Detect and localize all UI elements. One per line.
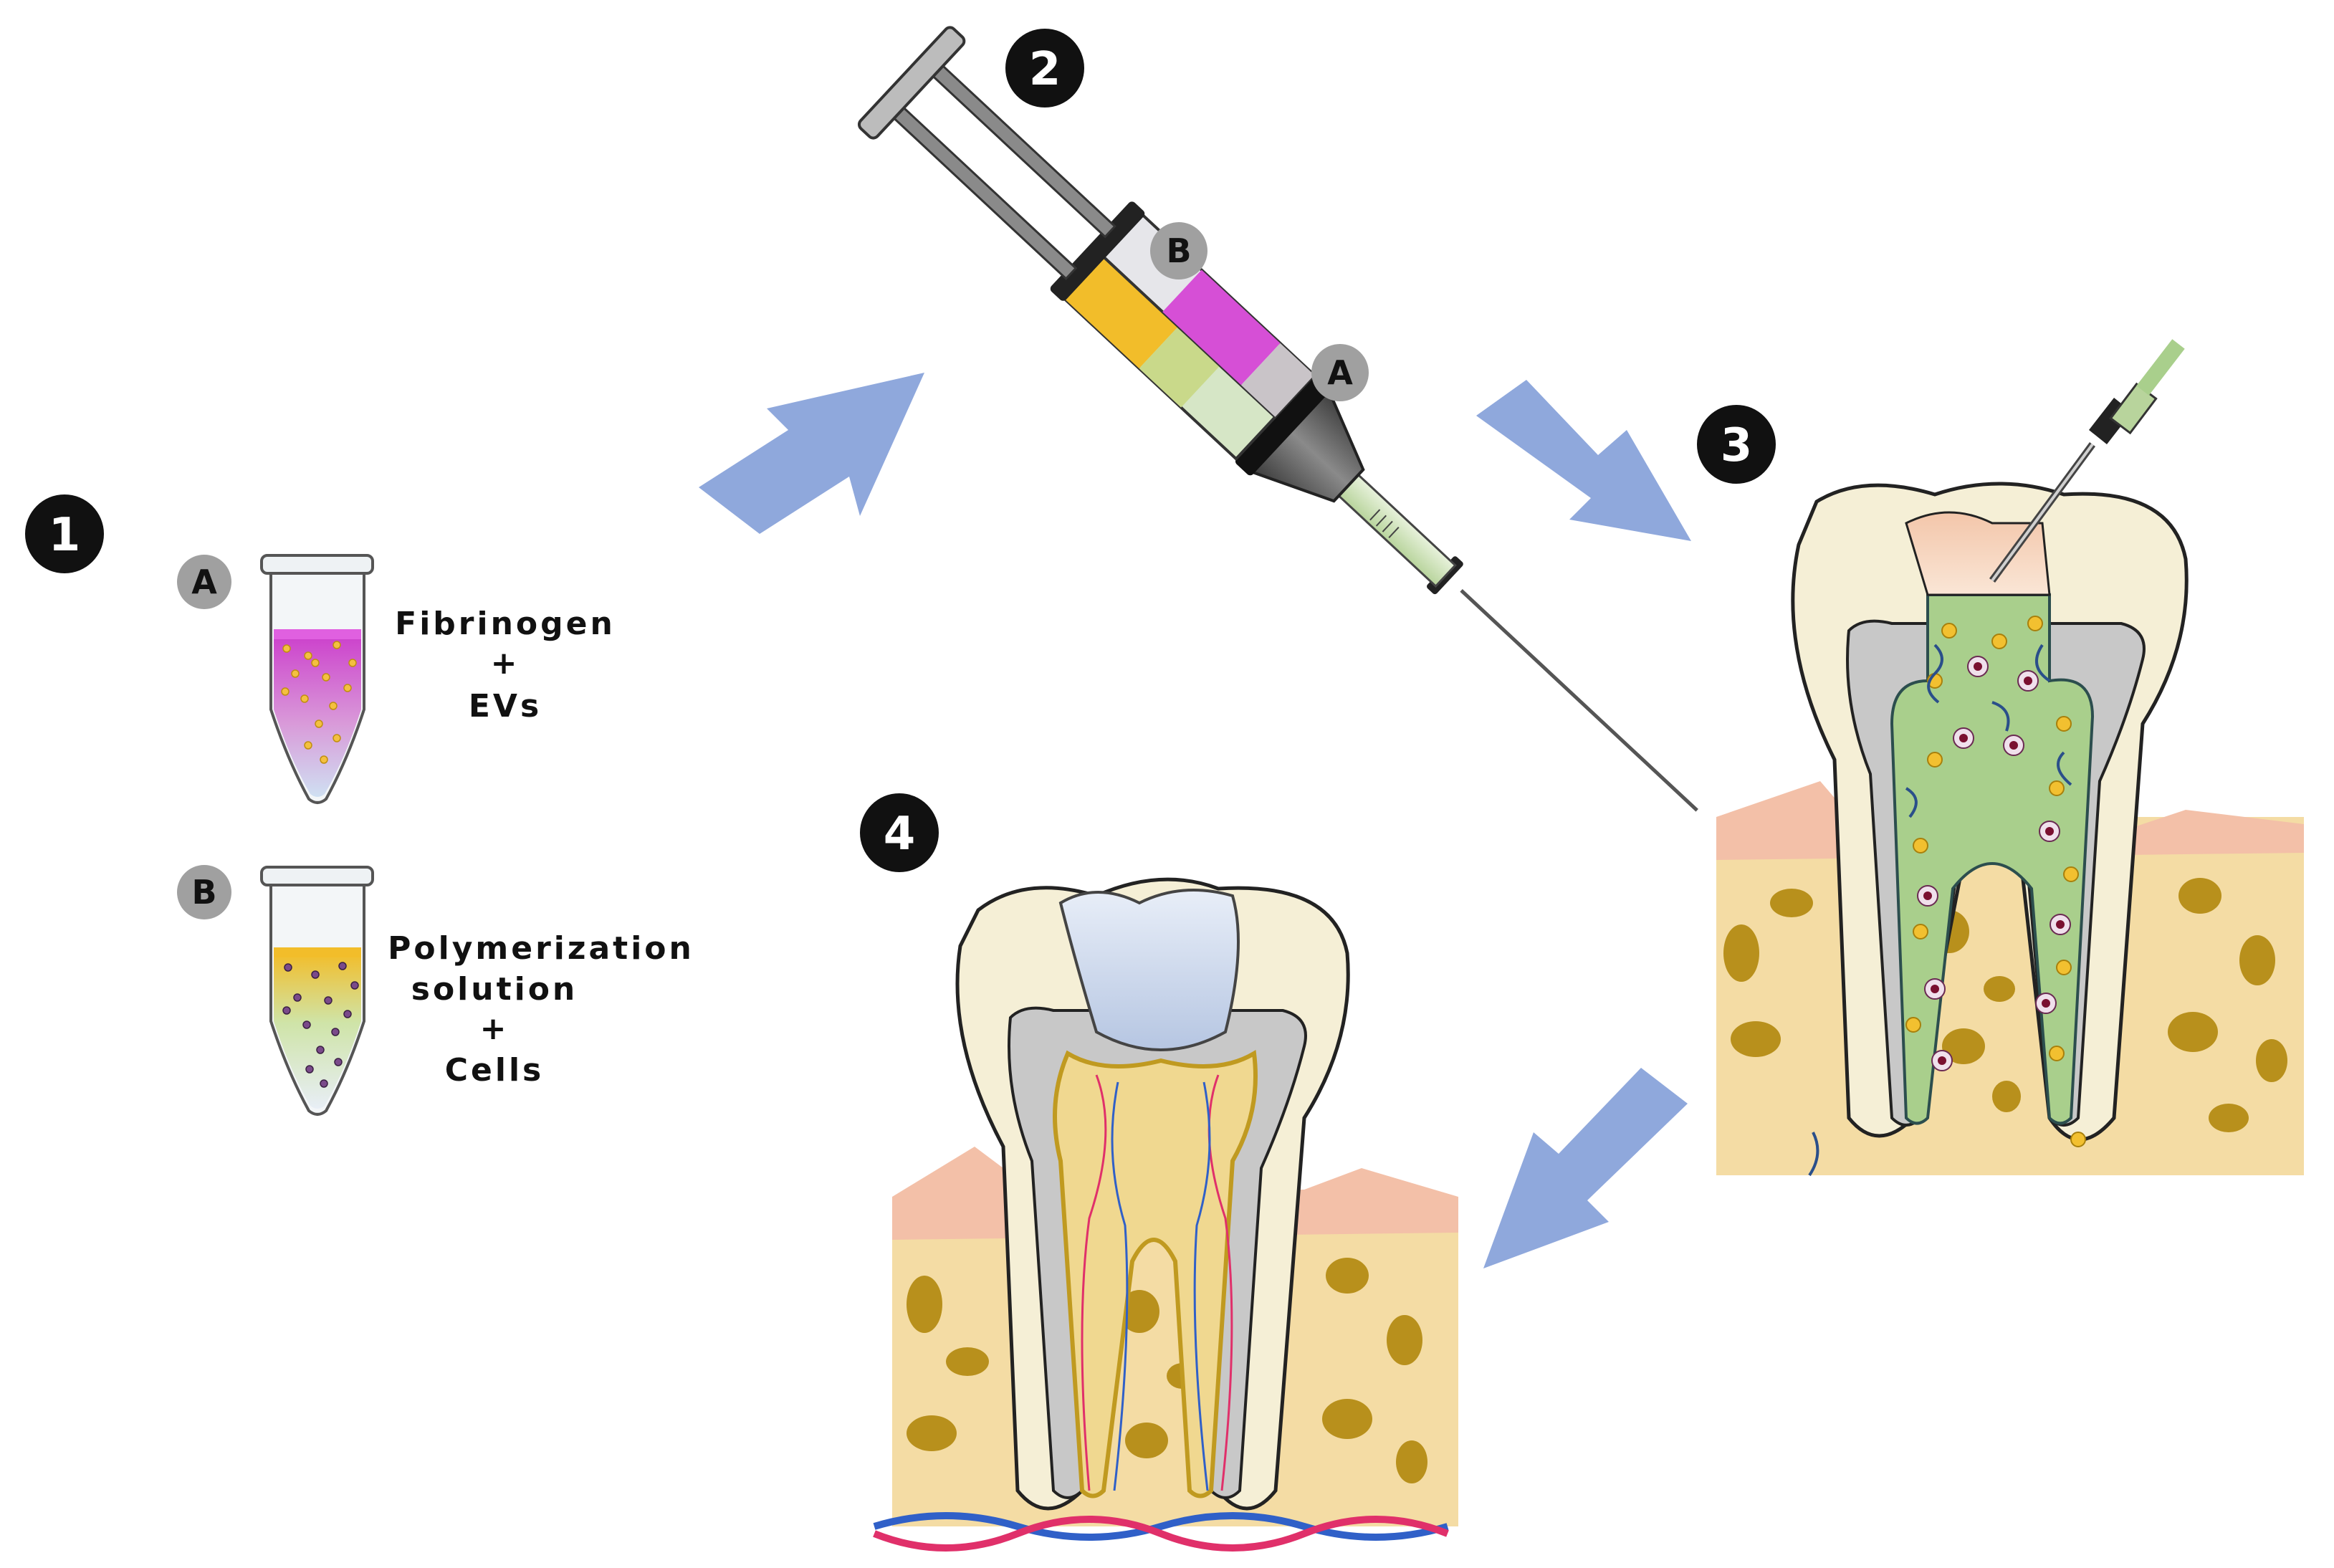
needle [1460,589,1698,812]
step-number: 3 [1721,419,1753,472]
tube-a-letter: A [191,563,217,601]
step-badge-4: 4 [860,793,939,872]
tooth-cross-section-4 [873,877,1458,1552]
tube-b: B Polymerization solution + Cells [177,865,694,1116]
step-badge-3: 3 [1697,405,1776,484]
letter-badge-a [177,555,231,609]
tube-b-line-1: Polymerization [388,930,694,967]
tube-b-line-3: + [480,1010,510,1047]
step-number: 1 [49,509,81,562]
ev-particles [281,641,357,764]
step-4-panel: 4 [860,793,1458,1552]
neurovascular [1081,1074,1233,1491]
step-1-panel: 1 A Fibrinogen + EVs B [25,494,694,1116]
regenerated-pulp [1053,1050,1258,1498]
fibrin-strands [1808,644,2072,1177]
arrow-1-to-2 [699,373,924,534]
scaffold [1890,593,2095,1125]
tube-b-line-2: solution [411,971,578,1008]
tube-b-letter: B [191,873,216,912]
arrow-3-to-4 [1483,1068,1688,1268]
syringe-label-a: A [1311,344,1369,401]
step-badge-1: 1 [25,494,104,573]
cell-nuclei [1923,662,2065,1065]
tube-a-line-2: + [491,645,520,682]
syringe [857,26,1698,812]
cell-particles [282,962,359,1088]
scaffold-evs [1905,616,2086,1147]
svg-text:B: B [1166,231,1191,270]
process-arrows [699,373,1691,1268]
vessel-artery [873,1516,1449,1552]
bone-pores [907,1258,1427,1483]
step-number: 4 [884,808,916,861]
syringe-label-b: B [1150,222,1207,279]
vessel-vein [873,1512,1449,1541]
tooth-cross-section-3 [1716,339,2304,1177]
bone-pores [1723,878,2287,1132]
tube-b-line-4: Cells [445,1052,545,1089]
step-number: 2 [1029,43,1061,96]
arrow-2-to-3 [1476,380,1691,541]
step-3-panel: 3 [1697,339,2304,1177]
step-badge-2: 2 [1005,29,1084,107]
crown-restoration [1058,889,1240,1051]
tube-a-line-3: EVs [469,688,542,725]
step-2-panel: 2 B [857,26,1698,812]
svg-text:A: A [1327,353,1353,392]
tube-a-line-1: Fibrinogen [395,606,616,642]
letter-badge-b [177,865,231,919]
tube-a: A Fibrinogen + EVs [177,554,616,804]
